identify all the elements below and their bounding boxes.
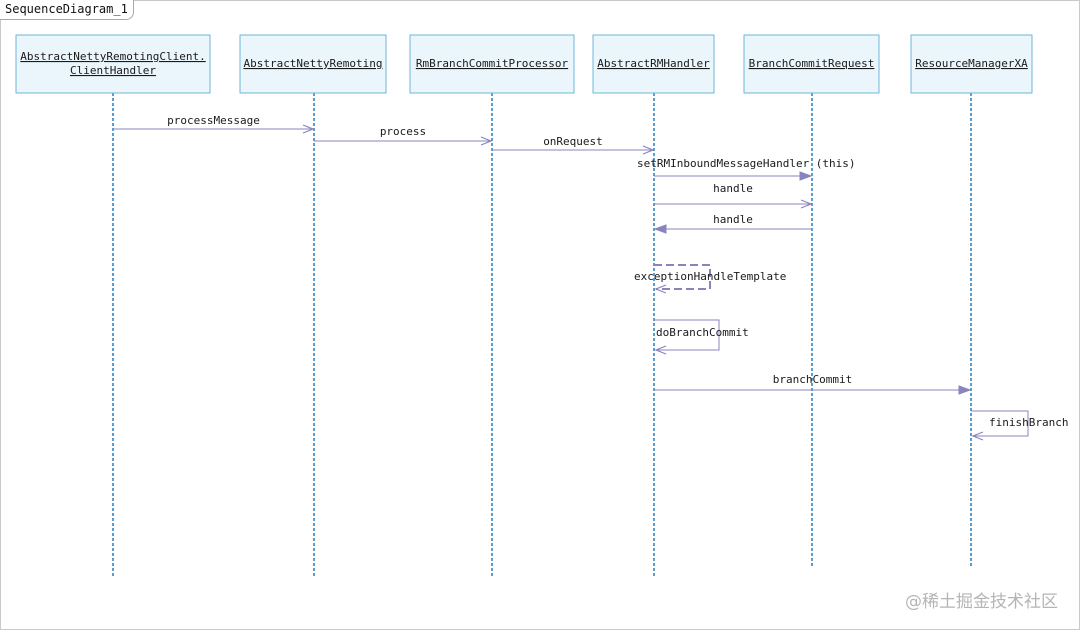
message-4-label: handle <box>713 182 753 195</box>
message-4-head <box>800 199 813 209</box>
message-6-line <box>654 264 711 290</box>
message-2-head <box>642 145 655 155</box>
message-5-head <box>653 224 667 234</box>
participant-label-2: RmBranchCommitProcessor <box>416 57 569 70</box>
message-9-line <box>971 410 1029 437</box>
participant-box-5 <box>910 34 1033 94</box>
participant-box-3 <box>592 34 715 94</box>
participant-label-3: AbstractRMHandler <box>597 57 710 70</box>
participant-box-1 <box>239 34 387 94</box>
participant-label-0: AbstractNettyRemotingClient. <box>20 50 205 63</box>
message-3-label: setRMInboundMessageHandler (this) <box>637 157 856 170</box>
message-6-head <box>654 284 667 294</box>
message-8-head <box>958 385 972 395</box>
message-3-head <box>799 171 813 181</box>
message-5-label: handle <box>713 213 753 226</box>
message-7-head <box>654 345 667 355</box>
message-0-label: processMessage <box>167 114 260 127</box>
participant-box-0 <box>15 34 211 94</box>
participant-label-4: BranchCommitRequest <box>749 57 875 70</box>
participant-box-2 <box>409 34 575 94</box>
message-8-label: branchCommit <box>773 373 852 386</box>
watermark: @稀土掘金技术社区 <box>905 592 1058 612</box>
message-1-label: process <box>380 125 426 138</box>
message-2-label: onRequest <box>543 135 603 148</box>
message-9-label: finishBranch <box>989 416 1068 429</box>
diagram-title: SequenceDiagram_1 <box>0 0 134 20</box>
message-0-head <box>302 124 315 134</box>
message-7-label: doBranchCommit <box>656 326 749 339</box>
message-7-line <box>654 319 720 351</box>
participant-label-1: AbstractNettyRemoting <box>243 57 382 70</box>
participant-box-4 <box>743 34 880 94</box>
message-9-head <box>971 431 984 441</box>
message-6-label: exceptionHandleTemplate <box>634 270 786 283</box>
message-1-head <box>480 136 493 146</box>
participant-label-5: ResourceManagerXA <box>915 57 1028 70</box>
participant-label-0: ClientHandler <box>70 64 156 77</box>
